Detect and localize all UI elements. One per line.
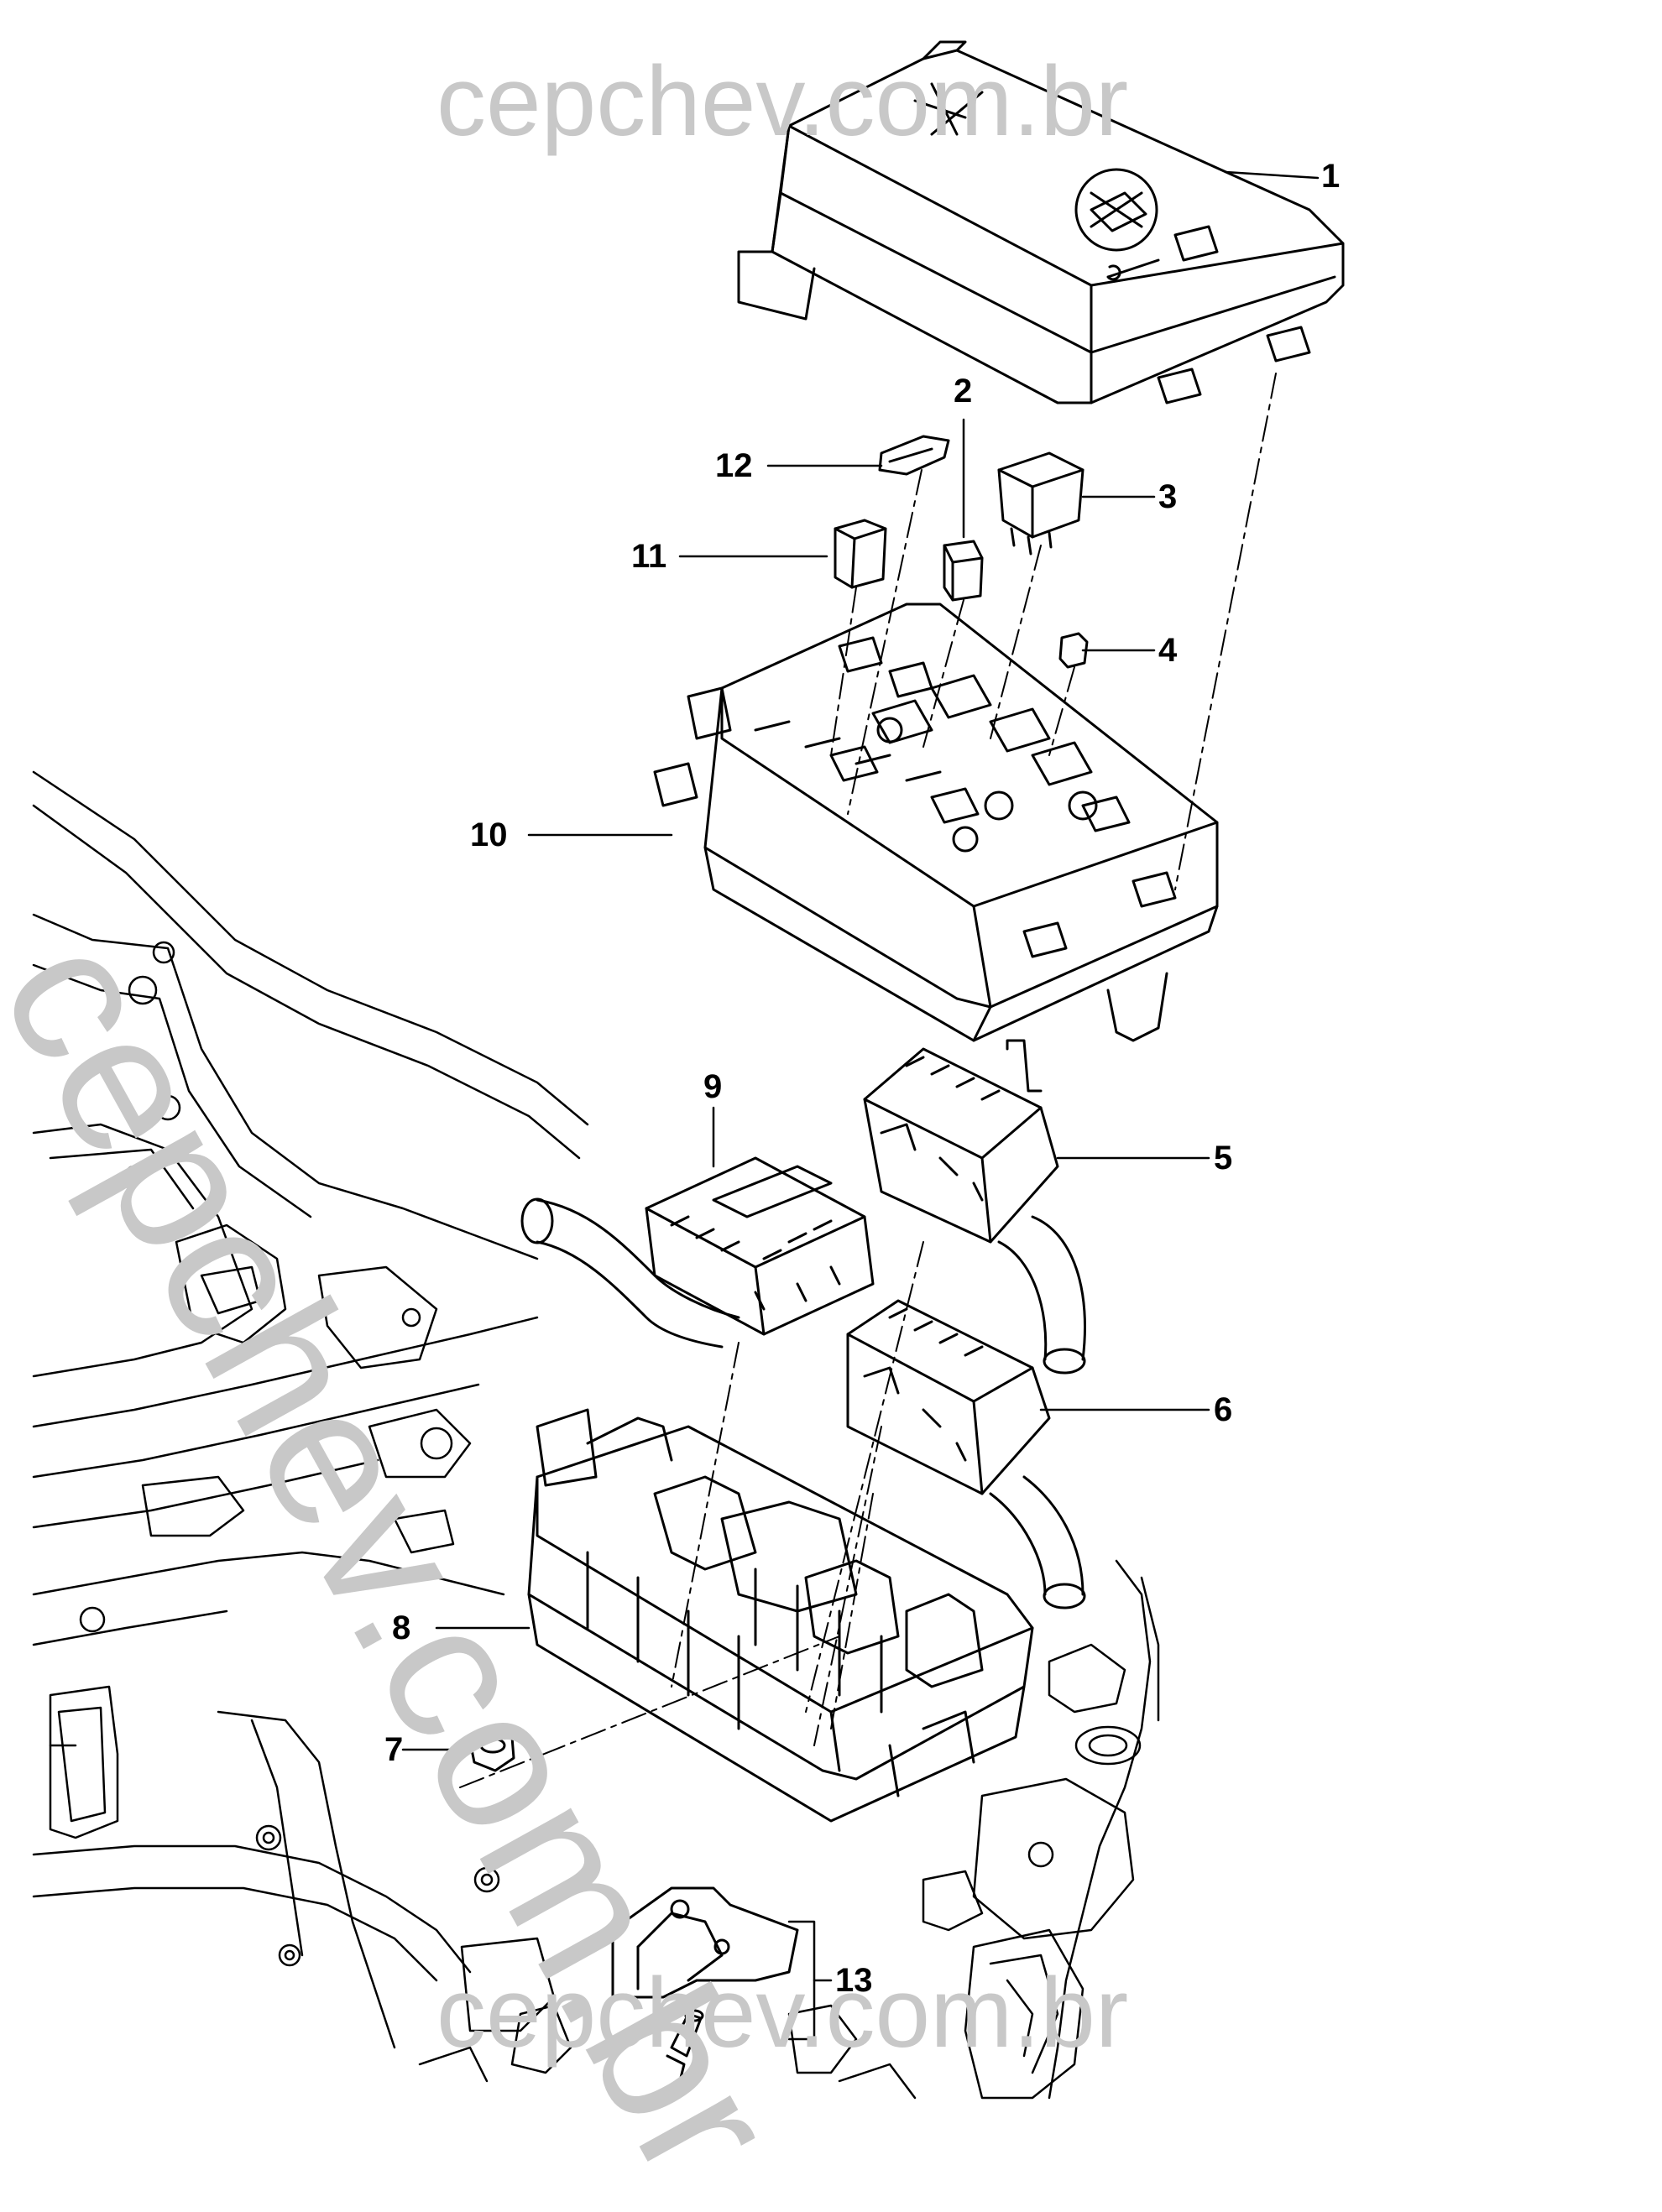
callout-6: 6 [1214,1391,1233,1428]
connector-part-6 [846,1299,1051,1495]
callout-4: 4 [1158,632,1178,669]
relay-mini-part-2 [943,540,984,602]
leader-lines [401,170,1320,2041]
diagram-stage: cepchev.com.br cepchev.com.br cepchev.co… [0,40,1345,2212]
callout-7: 7 [384,1731,404,1768]
callout-11: 11 [631,538,667,575]
watermark-bottom: cepchev.com.br [436,1958,1129,2069]
callout-3: 3 [1158,478,1178,515]
connector-part-9 [645,1156,875,1336]
connector-part-5 [863,1047,1059,1244]
alignment-lines [459,373,1277,1788]
relay-part-3 [997,451,1084,556]
callout-2: 2 [954,373,973,410]
callout-1: 1 [1321,158,1341,195]
watermark-top: cepchev.com.br [436,46,1129,157]
stud-part-13 [666,2009,704,2083]
fuse-box-upper-housing [653,603,1219,1093]
exploded-view-drawing [32,40,1345,2100]
vehicle-frame-structure [32,770,1160,2100]
nut-part-7 [468,1727,515,1772]
fuse-box-cover [737,40,1345,404]
wiring-harness [520,1197,1086,1609]
callout-10: 10 [470,816,508,853]
bracket-part-13 [611,1886,799,1999]
mini-fuse-part-4 [1058,632,1089,669]
fuse-puller-part-12 [878,435,950,476]
callout-5: 5 [1214,1140,1233,1176]
relay-part-11 [834,519,887,589]
callout-8: 8 [392,1609,411,1646]
callout-13: 13 [835,1962,873,1999]
callout-9: 9 [703,1068,723,1105]
callout-12: 12 [715,447,753,484]
